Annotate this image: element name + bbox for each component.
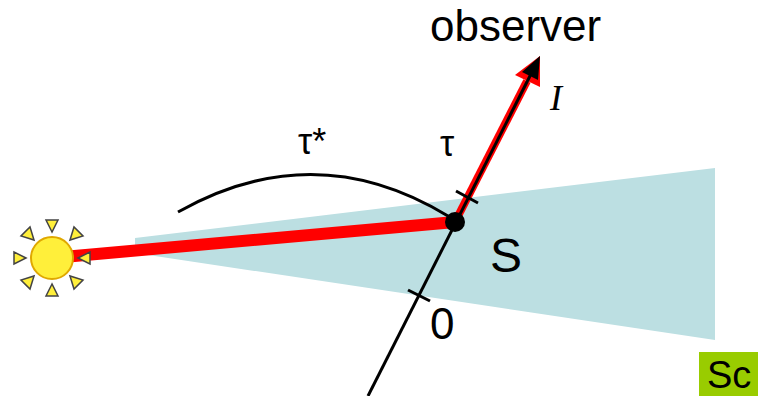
sun-symbol: [14, 220, 90, 296]
observer-label: observer: [430, 4, 601, 48]
source-function-label: S: [490, 232, 522, 280]
origin-label: 0: [430, 302, 454, 346]
optical-depth: τ: [440, 126, 454, 162]
tick-mark: [456, 191, 478, 203]
total-optical-depth: τ*: [298, 124, 326, 160]
tick-mark: [408, 290, 430, 301]
section-tab: Sc: [699, 352, 758, 396]
line-of-sight: [368, 72, 532, 396]
disk-wedge: [135, 168, 715, 340]
tab-text: Sc: [707, 356, 752, 394]
optical-depth-arc: [178, 174, 448, 216]
line-of-sight-arrowhead: [522, 56, 540, 80]
intensity-symbol: I: [550, 80, 562, 116]
light-beam: [52, 222, 455, 258]
source-point: [445, 212, 465, 232]
